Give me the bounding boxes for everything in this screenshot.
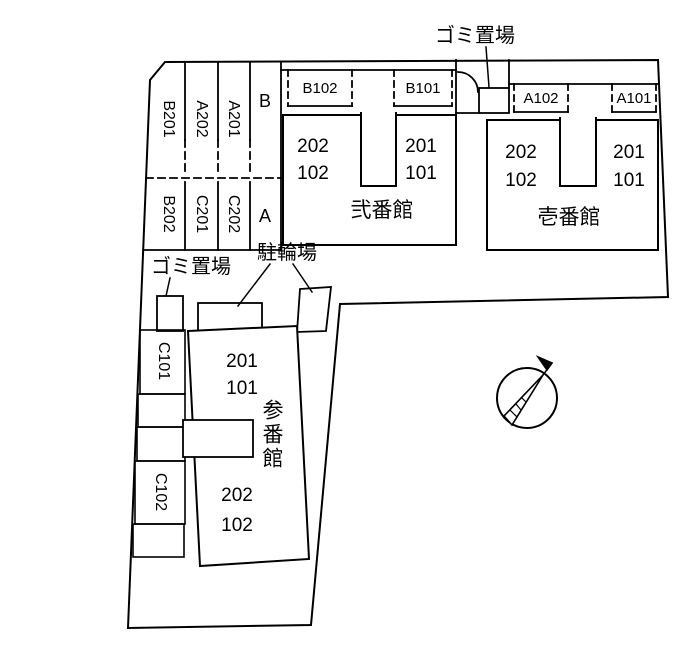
- section-a-label: A: [259, 206, 272, 226]
- sanbankan-room-102: 102: [221, 515, 253, 536]
- stairwell-notch: [559, 117, 597, 187]
- sanbankan-name: 参番館: [260, 399, 283, 471]
- north-flag: [535, 355, 554, 372]
- ichibankan-room-201: 201: [613, 142, 645, 163]
- ichibankan-room-102: 102: [505, 170, 537, 191]
- stall-label-c202: C202: [225, 194, 242, 234]
- stall-label-c201: C201: [193, 194, 210, 234]
- building-sanbankan-outline: [182, 324, 311, 568]
- sanbankan-room-101: 101: [226, 378, 258, 399]
- bicycle-parking-label: 駐輪場: [257, 242, 317, 264]
- nibankan-room-102: 102: [297, 163, 329, 184]
- leader-lines: [165, 46, 490, 308]
- stall-label-b202: B202: [160, 195, 177, 233]
- building-nibankan-outline: [282, 112, 457, 246]
- box-label-b101: B101: [405, 80, 441, 97]
- entrance-notch: [182, 419, 254, 458]
- stall-label-c102: C102: [152, 472, 169, 512]
- box-label-a101: A101: [616, 90, 652, 107]
- sanbankan-room-201: 201: [226, 351, 258, 372]
- ichibankan-room-202: 202: [505, 142, 537, 163]
- trash-hut-top: [455, 59, 510, 114]
- box-label-b102: B102: [302, 80, 338, 97]
- nibankan-room-202: 202: [297, 136, 329, 157]
- parking-strip-west: [142, 61, 282, 251]
- stall-label-b201: B201: [160, 100, 177, 138]
- ichibankan-room-101: 101: [613, 170, 645, 191]
- box-label-a102: A102: [523, 90, 559, 107]
- stall-label-c101: C101: [155, 341, 172, 381]
- nibankan-name: 弐番館: [350, 199, 414, 222]
- upper-strip-b: [280, 69, 457, 107]
- upper-strip-a: [508, 83, 660, 113]
- trash-box-left: [156, 295, 184, 332]
- trash-area-top-label: ゴミ置場: [435, 25, 515, 47]
- door-arc: [457, 71, 479, 93]
- trash-area-left-label: ゴミ置場: [151, 256, 231, 278]
- stairwell-notch: [360, 112, 397, 187]
- stall-label-a202: A202: [193, 100, 210, 138]
- stall-label-a201: A201: [225, 100, 242, 138]
- north-compass-icon: [496, 355, 558, 429]
- sanbankan-room-202: 202: [221, 485, 253, 506]
- building-ichibankan-outline: [486, 117, 659, 251]
- nibankan-room-201: 201: [405, 136, 437, 157]
- ichibankan-name: 壱番館: [537, 206, 601, 229]
- section-b-label: B: [259, 91, 272, 111]
- nibankan-room-101: 101: [405, 163, 437, 184]
- west-parking-boxes: [132, 329, 186, 558]
